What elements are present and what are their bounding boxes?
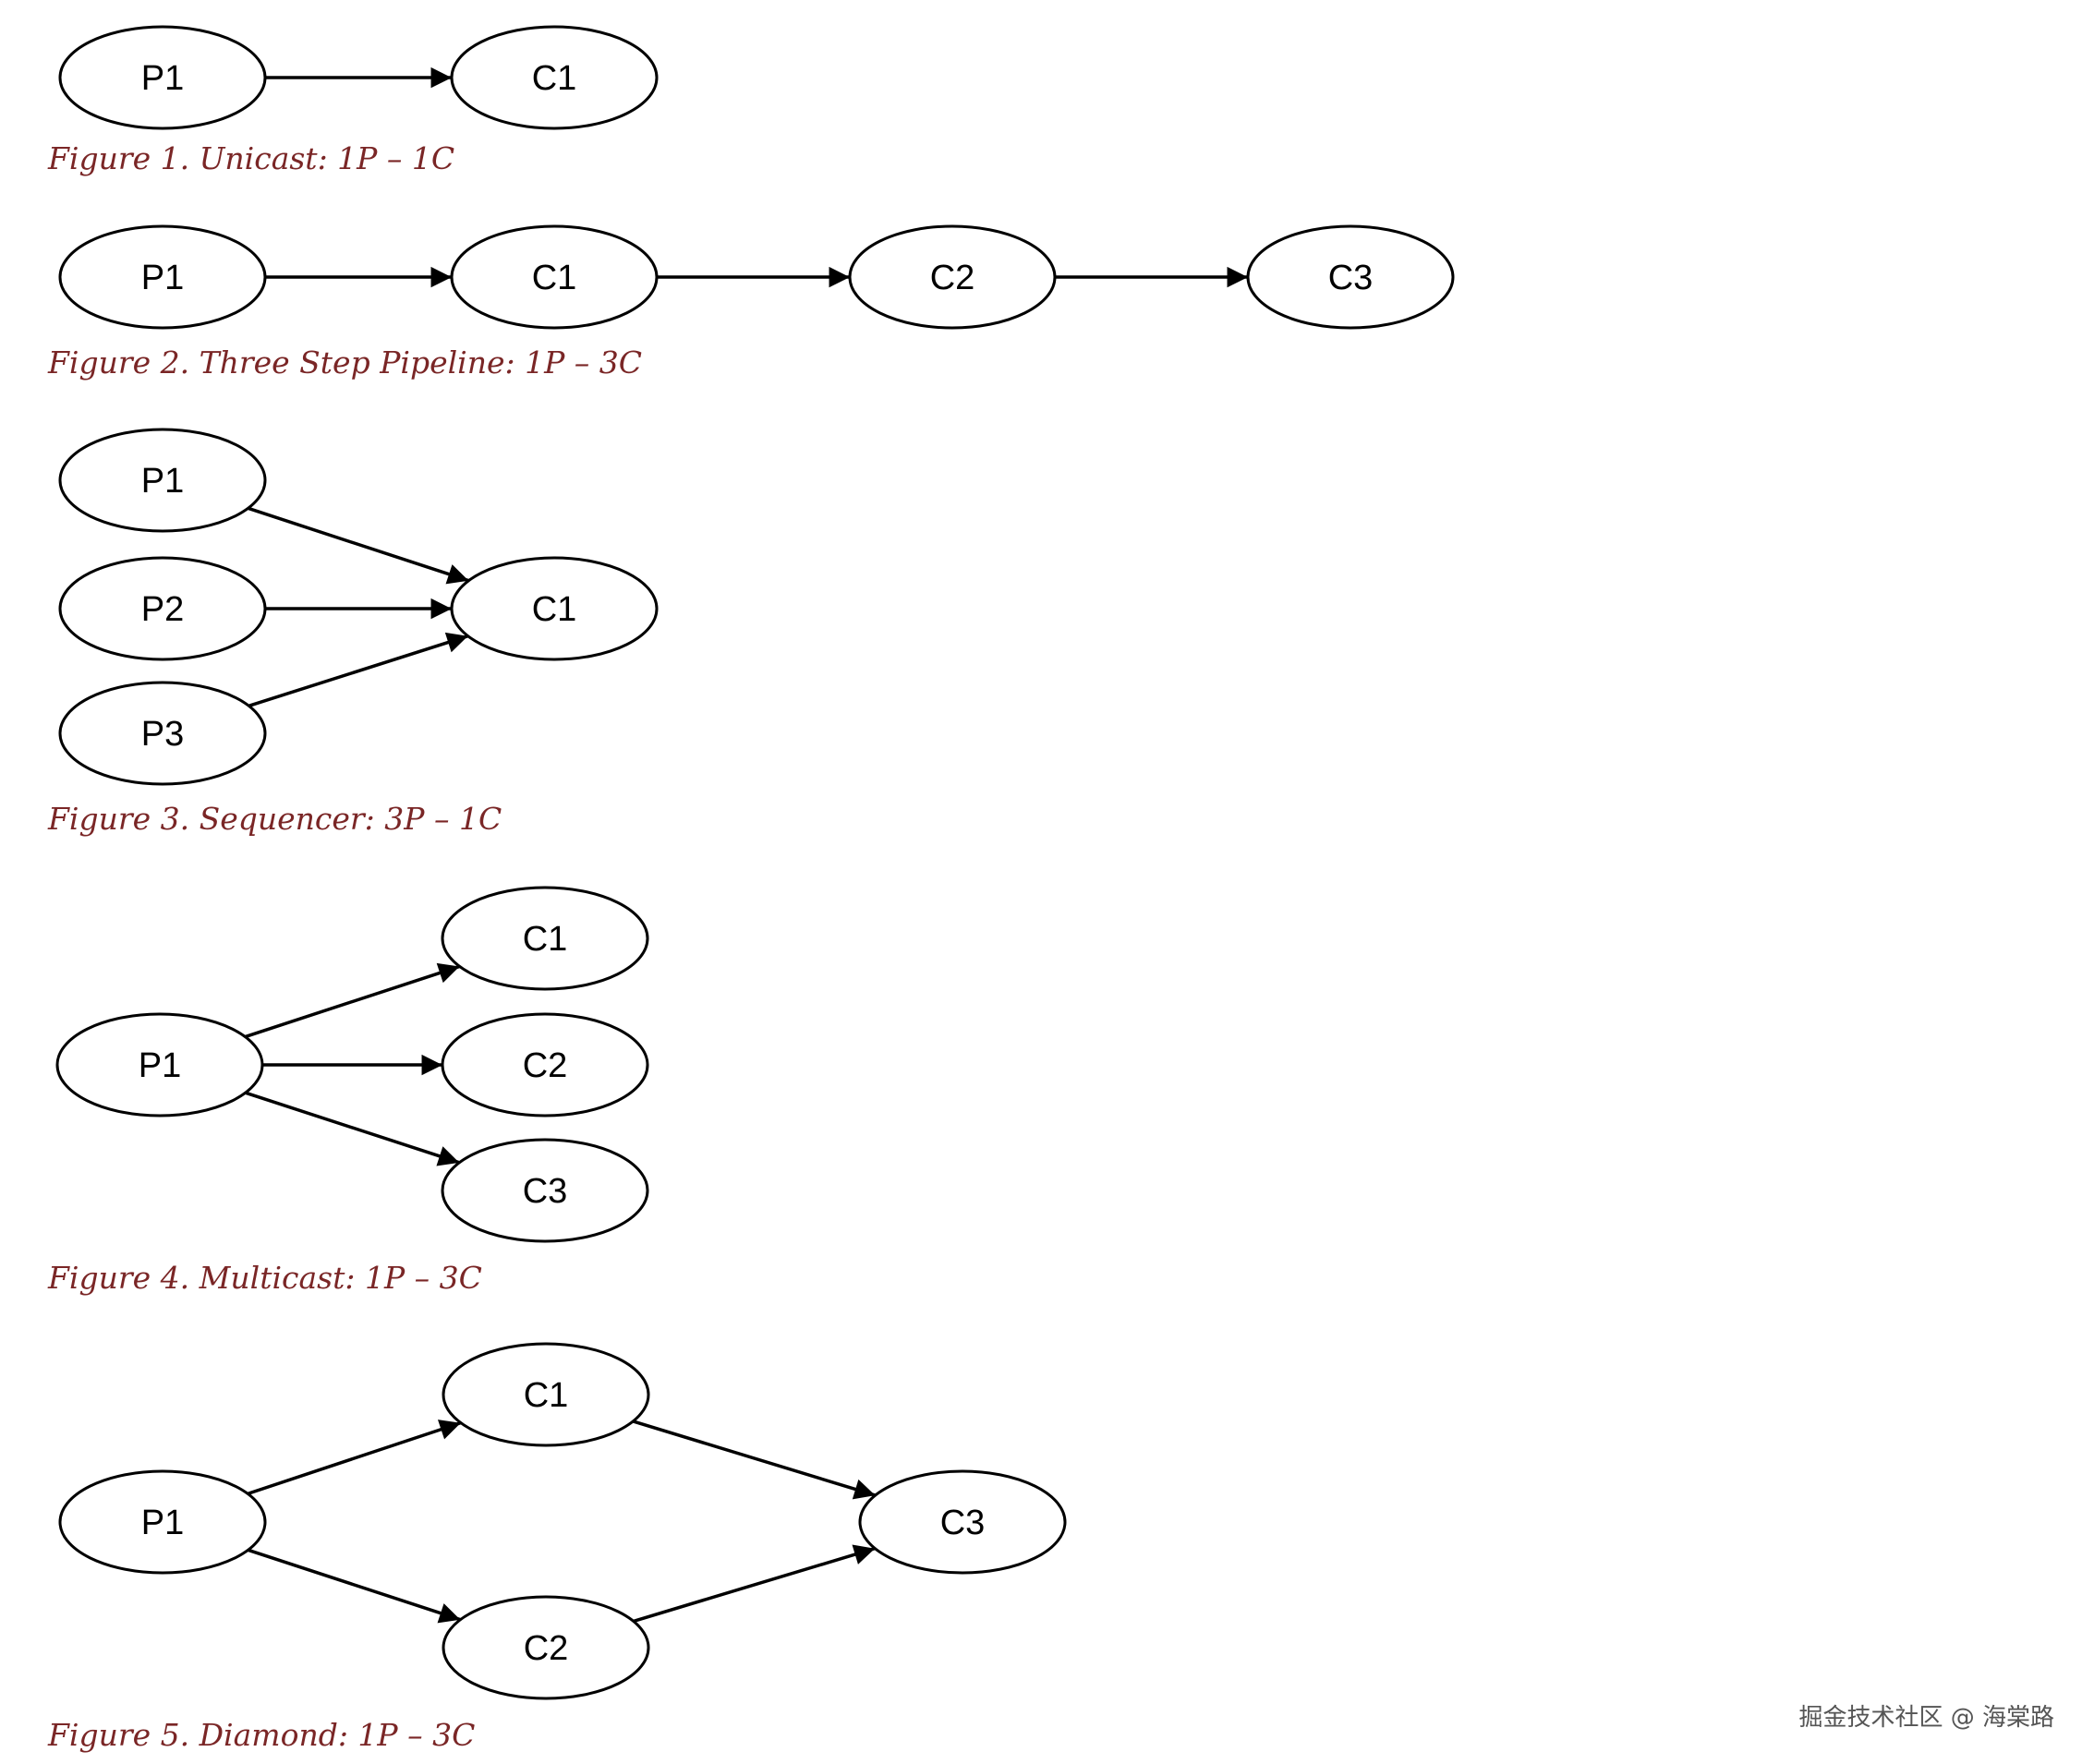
node-label: P1 <box>141 59 184 98</box>
node-p1: P1 <box>58 1469 267 1575</box>
figure-caption: Figure 1. Unicast: 1P – 1C <box>47 140 454 176</box>
node-ellipse <box>58 25 267 130</box>
node-ellipse <box>58 681 267 786</box>
node-p1: P1 <box>58 224 267 330</box>
node-ellipse <box>58 224 267 330</box>
figure-caption: Figure 4. Multicast: 1P – 3C <box>47 1260 482 1296</box>
node-c3: C3 <box>441 1138 649 1243</box>
edge-p3-to-c1 <box>248 632 469 707</box>
node-label: C1 <box>532 590 577 629</box>
node-ellipse <box>450 224 659 330</box>
node-ellipse <box>848 224 1057 330</box>
node-ellipse <box>450 25 659 130</box>
node-label: P1 <box>139 1046 181 1085</box>
node-c1: C1 <box>450 224 659 330</box>
node-c1: C1 <box>442 1342 650 1447</box>
edge-p1-to-c2 <box>248 1548 461 1624</box>
node-p1: P1 <box>58 428 267 533</box>
node-ellipse <box>58 1469 267 1575</box>
node-label: C1 <box>532 259 577 297</box>
edge-c2-to-c3 <box>633 1544 876 1624</box>
node-label: C2 <box>523 1046 568 1085</box>
node-c3: C3 <box>858 1469 1067 1575</box>
node-p3: P3 <box>58 681 267 786</box>
node-label: P3 <box>141 715 184 754</box>
node-c3: C3 <box>1246 224 1455 330</box>
node-ellipse <box>442 1595 650 1700</box>
node-label: C2 <box>930 259 975 297</box>
node-label: C1 <box>524 1376 569 1415</box>
node-ellipse <box>441 1138 649 1243</box>
figure-caption: Figure 3. Sequencer: 3P – 1C <box>47 801 502 837</box>
node-p1: P1 <box>58 25 267 130</box>
figure-caption: Figure 2. Three Step Pipeline: 1P – 3C <box>47 344 642 381</box>
edge-p1-to-c1 <box>244 962 461 1039</box>
node-ellipse <box>441 886 649 991</box>
edge-p1-to-c1 <box>247 1420 462 1496</box>
node-ellipse <box>442 1342 650 1447</box>
figure-caption: Figure 5. Diamond: 1P – 3C <box>47 1717 475 1753</box>
node-label: C3 <box>1328 259 1374 297</box>
edge-p1-to-c3 <box>245 1091 460 1166</box>
node-ellipse <box>58 428 267 533</box>
node-ellipse <box>1246 224 1455 330</box>
node-label: C3 <box>940 1504 986 1542</box>
node-c1: C1 <box>450 556 659 661</box>
node-ellipse <box>858 1469 1067 1575</box>
node-label: C3 <box>523 1172 568 1211</box>
node-ellipse <box>450 556 659 661</box>
node-label: P1 <box>141 1504 184 1542</box>
watermark-text: 掘金技术社区 @ 海棠路 <box>1798 1704 2054 1732</box>
node-c2: C2 <box>848 224 1057 330</box>
edge-c1-to-c3 <box>632 1420 877 1500</box>
node-label: P1 <box>141 259 184 297</box>
node-label: C1 <box>523 920 568 959</box>
node-label: C1 <box>532 59 577 98</box>
node-ellipse <box>58 556 267 661</box>
edge-p1-to-c1 <box>248 506 469 585</box>
node-label: C2 <box>524 1629 569 1668</box>
node-c1: C1 <box>450 25 659 130</box>
node-ellipse <box>55 1012 264 1118</box>
node-c1: C1 <box>441 886 649 991</box>
node-label: P1 <box>141 462 184 501</box>
node-c2: C2 <box>442 1595 650 1700</box>
node-p2: P2 <box>58 556 267 661</box>
node-label: P2 <box>141 590 184 629</box>
node-c2: C2 <box>441 1012 649 1118</box>
node-p1: P1 <box>55 1012 264 1118</box>
node-ellipse <box>441 1012 649 1118</box>
